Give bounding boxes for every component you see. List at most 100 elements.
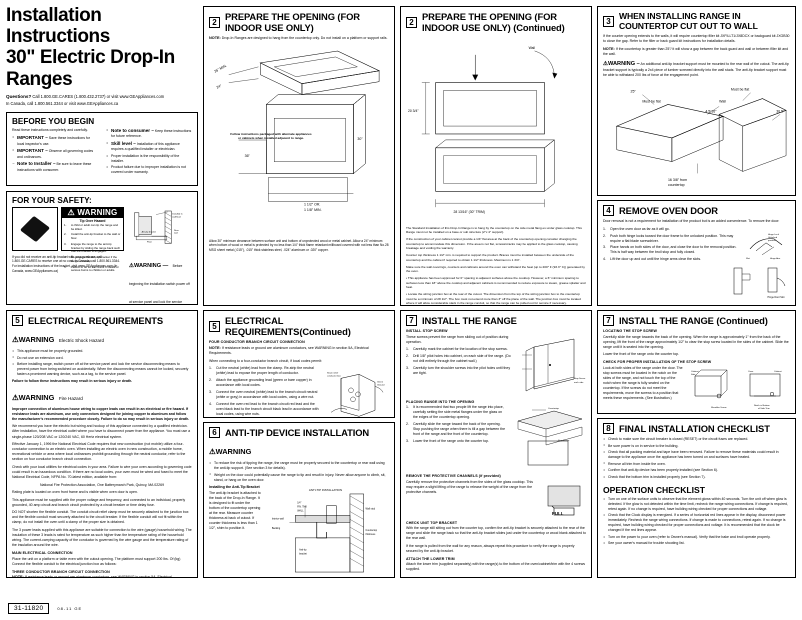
svg-text:4 5/16": 4 5/16" [705, 110, 717, 114]
list-item: Skill level – Installation of this appli… [106, 141, 192, 152]
note-label: NOTE: [603, 46, 615, 51]
list-item: Check that the Clock display is energize… [603, 513, 790, 533]
svg-text:ANTI-TIP INSTALLATION: ANTI-TIP INSTALLATION [309, 488, 342, 492]
note-text: If resistance leads or ground are alumin… [209, 345, 369, 356]
date-code: 08-11 GE [57, 606, 83, 611]
svg-text:Wall: Wall [529, 46, 536, 50]
svg-text:Side: Side [691, 374, 696, 376]
section-7-title: INSTALL THE RANGE [422, 315, 517, 326]
svg-text:Must be flat: Must be flat [642, 100, 660, 104]
svg-text:Cabinet: Cabinet [774, 370, 782, 373]
check-stop-screw-text: Look at both sides of the range under th… [603, 365, 683, 401]
svg-text:wall/stud: wall/stud [172, 215, 181, 218]
section-5-number: 5 [12, 315, 23, 326]
door-removal-detail-1 [730, 266, 756, 297]
svg-text:20 3/4": 20 3/4" [408, 109, 419, 113]
installing-bracket-heading: Installing the Anti-Tip Bracket [209, 485, 260, 490]
placing-range-heading: PLACING RANGE INTO THE OPENING [406, 399, 475, 404]
section-2-continued-panel: 2 PREPARE THE OPENING (FOR INDOOR USE ON… [400, 6, 592, 306]
page-title-line1: Installation Instructions [6, 6, 110, 47]
list-item: Confirm that anti-tip device has been pr… [603, 468, 790, 473]
svg-text:1 1/2" OR.: 1 1/2" OR. [304, 202, 320, 206]
check-stop-screw-heading: CHECK FOR PROPER INSTALLATION OF THE STO… [603, 360, 712, 365]
remove-protective-text: Carefully remove the protective channels… [406, 479, 533, 494]
list-item: Failure to do so can result in death or … [64, 264, 119, 273]
section-3-note: NOTE: If the countertop is greater than … [603, 47, 790, 58]
svg-text:Notch in Bottom: Notch in Bottom [754, 404, 770, 407]
section-4-title: REMOVE OVEN DOOR [619, 205, 718, 216]
item-text: Save these instructions for local inspec… [17, 136, 91, 146]
section-5-continued-panel: 5 ELECTRICAL REQUIREMENTS(Continued) FOU… [203, 310, 395, 418]
svg-text:WALL: WALL [297, 510, 304, 513]
hinge-lock-diagram: Hinge Lock Unlocked position Slot Hinge … [742, 226, 790, 265]
section-3-panel: 3 WHEN INSTALLING RANGE IN COUNTERTOP CU… [597, 6, 796, 196]
list-item: IMPORTANT – Observe all governing codes … [12, 148, 98, 159]
before-you-begin-intro: Read these instructions completely and c… [12, 127, 88, 132]
tip-over-hazard-image [12, 206, 58, 251]
list-item: Carefully slide the range toward the bac… [406, 421, 506, 436]
check-unit-top-bracket-heading: CHECK UNIT TOP BRACKET [406, 520, 458, 525]
list-item: Attach the appliance grounding lead (gre… [209, 378, 312, 388]
part-number: 31-11820 [8, 603, 50, 614]
section-5-cont-number: 5 [209, 320, 220, 332]
item-text: Installation of this appliance requires … [111, 141, 180, 152]
warning-2-text: Improper connection of aluminum house wi… [12, 406, 190, 421]
list-item: Place hands on both sides of the door, a… [603, 245, 737, 255]
attach-lower-trim-heading: ATTACH THE LOWER TRIM [406, 556, 455, 561]
svg-text:1 1/8" MIN.: 1 1/8" MIN. [304, 208, 322, 212]
remove-protective-heading: REMOVE THE PROTECTIVE CHANNELS (if provi… [406, 474, 501, 478]
section-5-p1: We recommend you have the electric but w… [12, 424, 191, 439]
item-text: Keep these instructions for future refer… [111, 128, 192, 139]
svg-text:25": 25" [631, 90, 637, 94]
section-3-warning-text: An additional anti-tip bracket support m… [603, 61, 789, 77]
note-text: Drop-In Ranges are designed to hang from… [221, 36, 388, 40]
section-5-p4: Rating plate is located on oven front fr… [12, 490, 138, 495]
for-your-safety-heading: FOR YOUR SAFETY: [12, 195, 92, 205]
opening-dimensions-diagram: 25" MIN. 24" 36" 30" 1 1/2" OR. 1 1/8" M… [209, 43, 389, 239]
svg-text:Ground: Ground [377, 383, 385, 386]
main-electrical-connection-heading: MAIN ELECTRICAL CONNECTION [12, 551, 73, 556]
attach-lower-trim-text: Attach the lower trim (supplied separate… [406, 562, 585, 572]
section-3-body1: If the counter opening extends to the wa… [603, 34, 790, 44]
check-unit-top-bracket-text: With the range still sitting out from th… [406, 526, 586, 541]
warning-banner-label: WARNING [77, 207, 118, 217]
list-item: Turn on the power to your oven (refer to… [603, 535, 790, 540]
item-text: Product failure due to improper installa… [111, 165, 186, 175]
section-7-number: 7 [406, 315, 417, 326]
section-8-title: FINAL INSTALLATION CHECKLIST [619, 423, 770, 434]
list-item: To reduce the risk of tipping the range,… [209, 461, 389, 471]
footer: 31-11820 08-11 GE [8, 603, 82, 614]
svg-text:Wall: Wall [719, 100, 726, 104]
locating-stop-screw-text: Carefully slide the range towards the ba… [603, 334, 789, 349]
column-1-header: Installation Instructions 30" Electric D… [6, 6, 198, 306]
note-text: If the countertop is greater than 25"/ i… [603, 46, 789, 57]
side-warning-text: Before beginning the installation switch… [129, 263, 190, 304]
section-2-cont-body1: The Standard Installation of this Drop-I… [406, 226, 582, 235]
section-2-footnote: Allow 30" minimum clearance between surf… [209, 238, 389, 252]
three-conductor-note: NOTE: If resistance leads or ground are … [12, 575, 192, 577]
section-8-number: 8 [603, 423, 614, 434]
section-2-number: 2 [209, 16, 220, 28]
svg-text:Strain relief: Strain relief [327, 371, 338, 374]
warning-1-footer: Failure to follow these instructions may… [12, 378, 133, 383]
svg-text:Rear: Rear [174, 229, 179, 232]
warning-banner: ⚠ WARNING [61, 206, 124, 218]
svg-text:Green: Green [377, 380, 384, 383]
item-bold: Skill level – [111, 140, 136, 146]
note-label: NOTE: [209, 345, 221, 350]
operation-checklist-heading: OPERATION CHECKLIST [603, 484, 706, 495]
list-item: Before installing range, switch power of… [12, 362, 192, 377]
svg-text:Stop Screw: Stop Screw [558, 439, 570, 442]
four-conductor-note: NOTE: If resistance leads or ground are … [209, 346, 389, 357]
section-4-intro: Door removal is not a requirement for in… [603, 219, 780, 223]
anti-tip-installation-diagram: ANTI-TIP INSTALLATION [266, 485, 389, 577]
list-item: Carefully turn the shoulder screws into … [406, 366, 511, 375]
svg-text:Anti-tip bracket: Anti-tip bracket [142, 230, 157, 233]
section-6-title: ANTI-TIP DEVICE INSTALLATION [225, 427, 370, 438]
svg-text:countertop: countertop [668, 184, 685, 188]
range-tipping-icon [19, 215, 51, 242]
title-text: ELECTRICAL REQUIREMENTS [225, 315, 300, 337]
locating-stop-screw-heading: LOCATING THE STOP SCREW [603, 329, 658, 333]
svg-text:36": 36" [245, 153, 251, 157]
